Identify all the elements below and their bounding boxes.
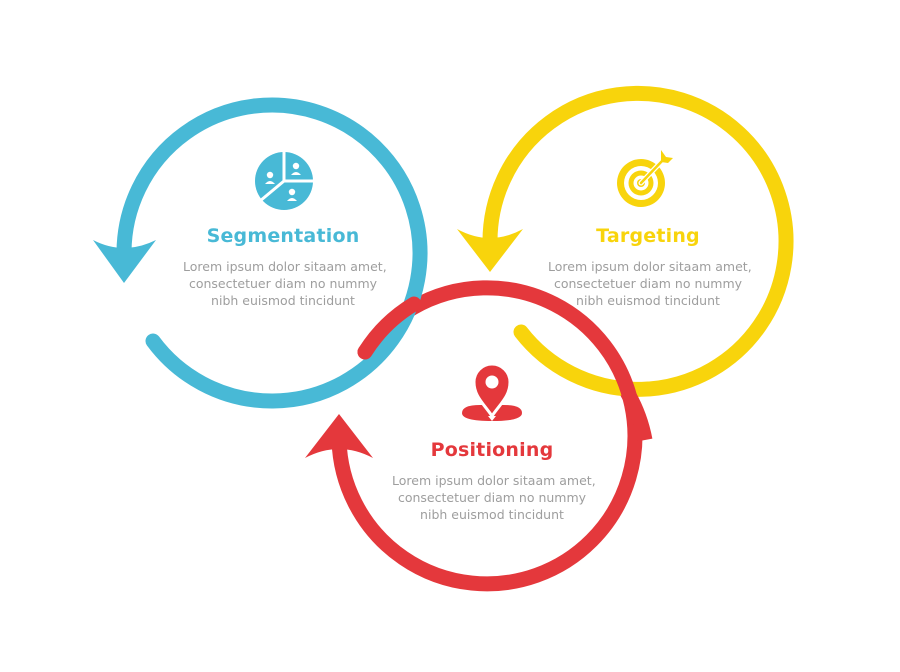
positioning-title: Positioning — [430, 439, 554, 461]
positioning-over-segmentation — [357, 296, 422, 360]
targeting-arrowhead — [457, 229, 523, 272]
segmentation-title: Segmentation — [206, 225, 360, 247]
segmentation-description: Lorem ipsum dolor sitaam amet, consectet… — [183, 258, 387, 309]
segmentation-cycle-arrow — [93, 97, 428, 409]
positioning-description-line: consectetuer diam no nummy — [397, 490, 587, 505]
targeting-description-line: nibh euismod tincidunt — [576, 293, 720, 308]
targeting-description-line: consectetuer diam no nummy — [553, 276, 743, 291]
targeting-block: Targeting Lorem ipsum dolor sitaam amet,… — [548, 224, 752, 309]
targeting-title: Targeting — [596, 225, 700, 247]
targeting-description: Lorem ipsum dolor sitaam amet, consectet… — [548, 258, 752, 309]
positioning-description: Lorem ipsum dolor sitaam amet, consectet… — [392, 472, 596, 523]
positioning-ring — [331, 280, 643, 592]
positioning-description-line: nibh euismod tincidunt — [420, 507, 564, 522]
segmentation-ring — [116, 97, 428, 409]
targeting-description-line: Lorem ipsum dolor sitaam amet, — [548, 259, 752, 274]
segmentation-block: Segmentation Lorem ipsum dolor sitaam am… — [183, 224, 387, 309]
positioning-arrowhead — [305, 414, 373, 458]
segmentation-description-line: Lorem ipsum dolor sitaam amet, — [183, 259, 387, 274]
positioning-block: Positioning Lorem ipsum dolor sitaam ame… — [392, 438, 596, 523]
target-dart-icon — [617, 150, 673, 207]
segmentation-description-line: consectetuer diam no nummy — [188, 276, 378, 291]
segmentation-arrowhead — [93, 240, 156, 283]
positioning-description-line: Lorem ipsum dolor sitaam amet, — [392, 473, 596, 488]
map-pin-icon — [462, 362, 522, 421]
segmentation-description-line: nibh euismod tincidunt — [211, 293, 355, 308]
pie-chart-people-icon — [255, 150, 315, 210]
positioning-cycle-arrow — [305, 280, 643, 592]
positioning-over-targeting — [620, 388, 653, 442]
